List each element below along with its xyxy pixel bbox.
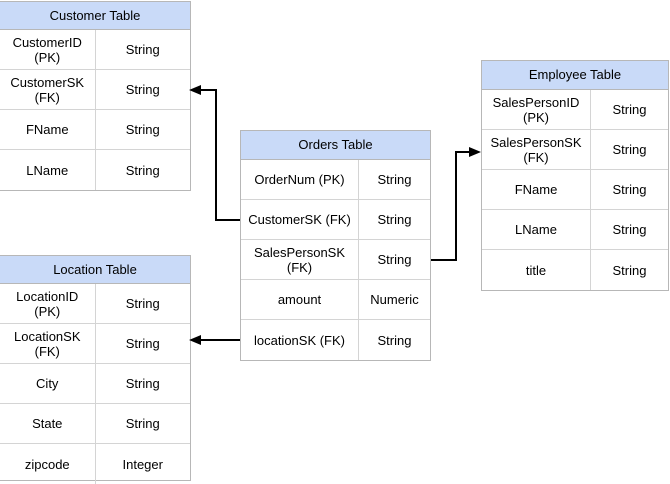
column-name: FName xyxy=(0,110,96,149)
column-name: SalesPersonSK (FK) xyxy=(241,240,359,279)
column-type: String xyxy=(125,296,160,311)
table-row: title String xyxy=(482,250,668,290)
column-type: Numeric xyxy=(370,292,419,307)
entity-table-employee[interactable]: Employee Table SalesPersonID (PK) String… xyxy=(481,60,669,291)
table-header-customer: Customer Table xyxy=(0,2,190,30)
table-row: LocationSK (FK) String xyxy=(0,324,190,364)
column-name: OrderNum (PK) xyxy=(241,160,359,199)
column-name: locationSK (FK) xyxy=(241,320,359,360)
column-type: String xyxy=(612,222,647,237)
column-name: LName xyxy=(482,210,591,249)
table-row: CustomerSK (FK) String xyxy=(0,70,190,110)
column-type: String xyxy=(377,212,412,227)
relationship-orders-to-customer xyxy=(189,85,240,221)
column-name: LocationID (PK) xyxy=(0,284,96,323)
column-name: CustomerSK (FK) xyxy=(0,70,96,109)
column-type: String xyxy=(125,416,160,431)
connector-line xyxy=(198,89,240,221)
column-name: FName xyxy=(482,170,591,209)
column-name: State xyxy=(0,404,96,443)
column-type: String xyxy=(125,42,160,57)
entity-table-location[interactable]: Location Table LocationID (PK) String Lo… xyxy=(0,255,191,484)
table-row: City String xyxy=(0,364,190,404)
table-row: FName String xyxy=(0,110,190,150)
table-row: LName String xyxy=(482,210,668,250)
column-type: String xyxy=(125,162,160,178)
table-row: SalesPersonID (PK) String xyxy=(482,90,668,130)
table-row: SalesPersonSK (FK) String xyxy=(241,240,430,280)
column-name: SalesPersonSK (FK) xyxy=(482,130,591,169)
table-row: zipcode Integer xyxy=(0,444,190,484)
table-row: CustomerSK (FK) String xyxy=(241,200,430,240)
column-type: String xyxy=(125,122,160,137)
column-name: LName xyxy=(0,150,96,190)
table-row: LocationID (PK) String xyxy=(0,284,190,324)
column-type: String xyxy=(612,262,647,278)
column-type: String xyxy=(125,82,160,97)
column-type: String xyxy=(612,142,647,157)
column-name: amount xyxy=(241,280,359,319)
column-type: String xyxy=(612,102,647,117)
arrowhead-right-icon xyxy=(469,147,481,157)
column-name: zipcode xyxy=(0,444,96,484)
column-name: LocationSK (FK) xyxy=(0,324,96,363)
relationship-orders-to-employee xyxy=(431,147,481,261)
table-header-location: Location Table xyxy=(0,256,190,284)
column-name: CustomerID (PK) xyxy=(0,30,96,69)
column-type: String xyxy=(612,182,647,197)
column-name: CustomerSK (FK) xyxy=(241,200,359,239)
column-type: String xyxy=(125,336,160,351)
table-row: amount Numeric xyxy=(241,280,430,320)
table-header-employee: Employee Table xyxy=(482,61,668,90)
column-name: SalesPersonID (PK) xyxy=(482,90,591,129)
column-type: Integer xyxy=(122,456,163,472)
relationship-orders-to-location xyxy=(189,335,240,345)
table-header-orders: Orders Table xyxy=(241,131,430,160)
entity-table-customer[interactable]: Customer Table CustomerID (PK) String Cu… xyxy=(0,1,191,191)
column-type: String xyxy=(377,332,412,348)
table-row: OrderNum (PK) String xyxy=(241,160,430,200)
table-row: SalesPersonSK (FK) String xyxy=(482,130,668,170)
table-row: locationSK (FK) String xyxy=(241,320,430,360)
table-row: LName String xyxy=(0,150,190,190)
table-row: CustomerID (PK) String xyxy=(0,30,190,70)
column-name: City xyxy=(0,364,96,403)
column-type: String xyxy=(125,376,160,391)
entity-table-orders[interactable]: Orders Table OrderNum (PK) String Custom… xyxy=(240,130,431,361)
column-type: String xyxy=(377,252,412,267)
connector-line xyxy=(431,151,472,261)
column-type: String xyxy=(377,172,412,187)
table-row: FName String xyxy=(482,170,668,210)
column-name: title xyxy=(482,250,591,290)
table-row: State String xyxy=(0,404,190,444)
